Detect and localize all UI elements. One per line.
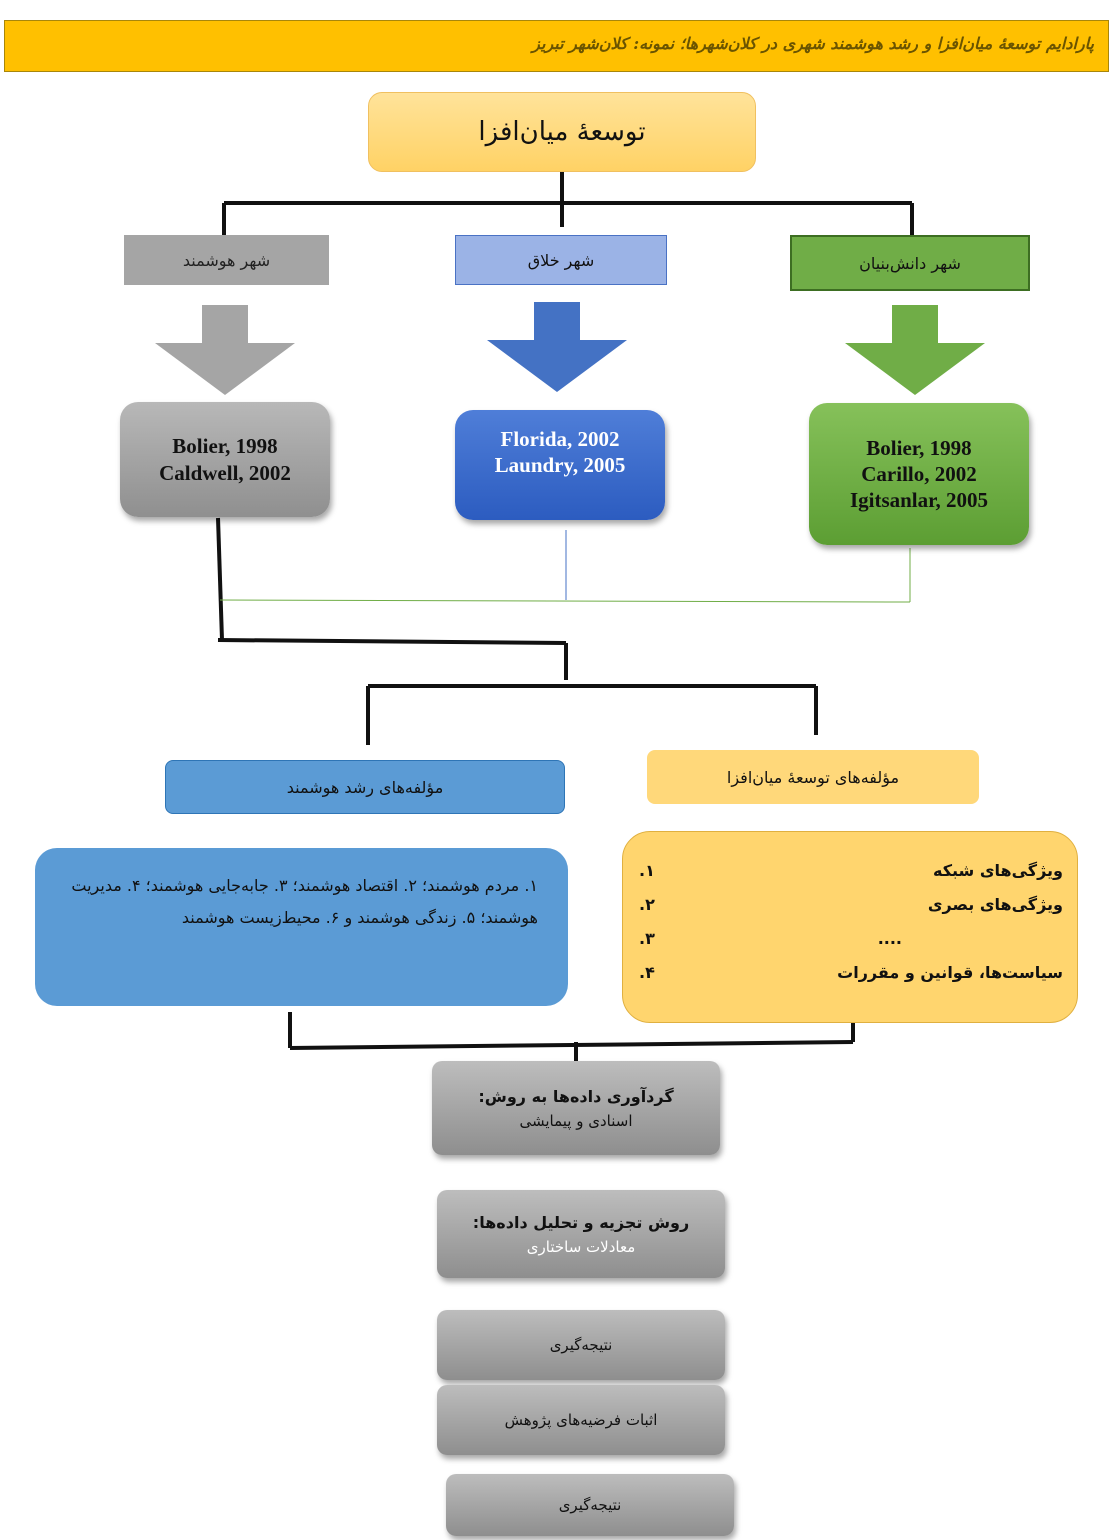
infill-components-node: مؤلفه‌های توسعهٔ میان‌افزا — [647, 750, 979, 804]
step-title: گردآوری داده‌ها به روش: — [478, 1086, 674, 1106]
smart-growth-list-box: ۱. مردم هوشمند؛ ۲. اقتصاد هوشمند؛ ۳. جاب… — [35, 848, 568, 1006]
reference-line: Carillo, 2002 — [861, 461, 977, 486]
reference-line: Igitsanlar, 2005 — [849, 488, 989, 513]
smart-city-label: شهر هوشمند — [182, 250, 271, 270]
hypotheses-proof-step: اثبات فرضیه‌های پژوهش — [437, 1385, 725, 1455]
list-item-text: ویژگی‌های بصری — [927, 895, 1063, 914]
infill-list-box: ویژگی‌های شبکه ۱. ویژگی‌های بصری ۲. .... ۳.… — [622, 831, 1078, 1023]
root-node-infill-development: توسعهٔ میان‌افزا — [368, 92, 756, 172]
creative-city-references: Florida, 2002 Laundry, 2005 — [455, 410, 665, 520]
knowledge-city-node: شهر دانش‌بنیان — [790, 235, 1030, 291]
list-item: ویژگی‌های شبکه ۱. — [623, 854, 1077, 888]
step-title: روش تجزیه و تحلیل داده‌ها: — [472, 1212, 690, 1232]
root-label: توسعهٔ میان‌افزا — [478, 117, 646, 147]
creative-city-node: شهر خلاق — [455, 235, 667, 285]
knowledge-city-label: شهر دانش‌بنیان — [859, 253, 961, 273]
smart-growth-components-label: مؤلفه‌های رشد هوشمند — [286, 777, 444, 797]
list-item-number: ۳. — [639, 929, 655, 948]
list-item-number: ۲. — [639, 895, 655, 914]
smart-city-node: شهر هوشمند — [124, 235, 329, 285]
reference-line: Florida, 2002 — [500, 427, 620, 451]
data-collection-step: گردآوری داده‌ها به روش: اسنادی و پیمایشی — [432, 1061, 720, 1155]
blue-down-arrow-icon — [487, 302, 627, 392]
smart-growth-components-node: مؤلفه‌های رشد هوشمند — [165, 760, 565, 814]
list-item-number: ۱. — [639, 861, 655, 880]
reference-line: Laundry, 2005 — [494, 453, 626, 478]
smart-city-references: Bolier, 1998 Caldwell, 2002 — [120, 402, 330, 517]
diagram-title: پارادایم توسعهٔ میان‌افزا و رشد هوشمند ش… — [532, 34, 1094, 53]
list-item-text: ویژگی‌های شبکه — [932, 861, 1063, 880]
step-title: نتیجه‌گیری — [549, 1336, 613, 1354]
list-item-number: ۴. — [639, 963, 655, 982]
list-item-text: .... — [877, 929, 902, 948]
green-down-arrow-icon — [845, 305, 985, 395]
step-subtitle: معادلات ساختاری — [526, 1237, 636, 1256]
list-item-text: سیاست‌ها، قوانین و مقررات — [837, 963, 1063, 982]
step-title: نتیجه‌گیری — [558, 1496, 622, 1514]
data-analysis-step: روش تجزیه و تحلیل داده‌ها: معادلات ساختا… — [437, 1190, 725, 1278]
infill-components-label: مؤلفه‌های توسعهٔ میان‌افزا — [726, 767, 900, 787]
reference-line: Caldwell, 2002 — [159, 460, 291, 485]
list-item: سیاست‌ها، قوانین و مقررات ۴. — [623, 956, 1077, 990]
reference-line: Bolier, 1998 — [172, 434, 278, 459]
step-title: اثبات فرضیه‌های پژوهش — [504, 1411, 658, 1429]
conclusion-step: نتیجه‌گیری — [437, 1310, 725, 1380]
step-subtitle: اسنادی و پیمایشی — [519, 1111, 633, 1130]
reference-line: Bolier, 1998 — [866, 435, 972, 460]
list-item: ویژگی‌های بصری ۲. — [623, 888, 1077, 922]
grey-down-arrow-icon — [155, 305, 295, 395]
diagram-title-bar: پارادایم توسعهٔ میان‌افزا و رشد هوشمند ش… — [4, 20, 1109, 72]
list-item: .... ۳. — [623, 922, 1077, 956]
smart-growth-list-text: ۱. مردم هوشمند؛ ۲. اقتصاد هوشمند؛ ۳. جاب… — [71, 876, 538, 927]
final-conclusion-step: نتیجه‌گیری — [446, 1474, 734, 1536]
creative-city-label: شهر خلاق — [527, 250, 595, 270]
knowledge-city-references: Bolier, 1998 Carillo, 2002 Igitsanlar, 2… — [809, 403, 1029, 545]
